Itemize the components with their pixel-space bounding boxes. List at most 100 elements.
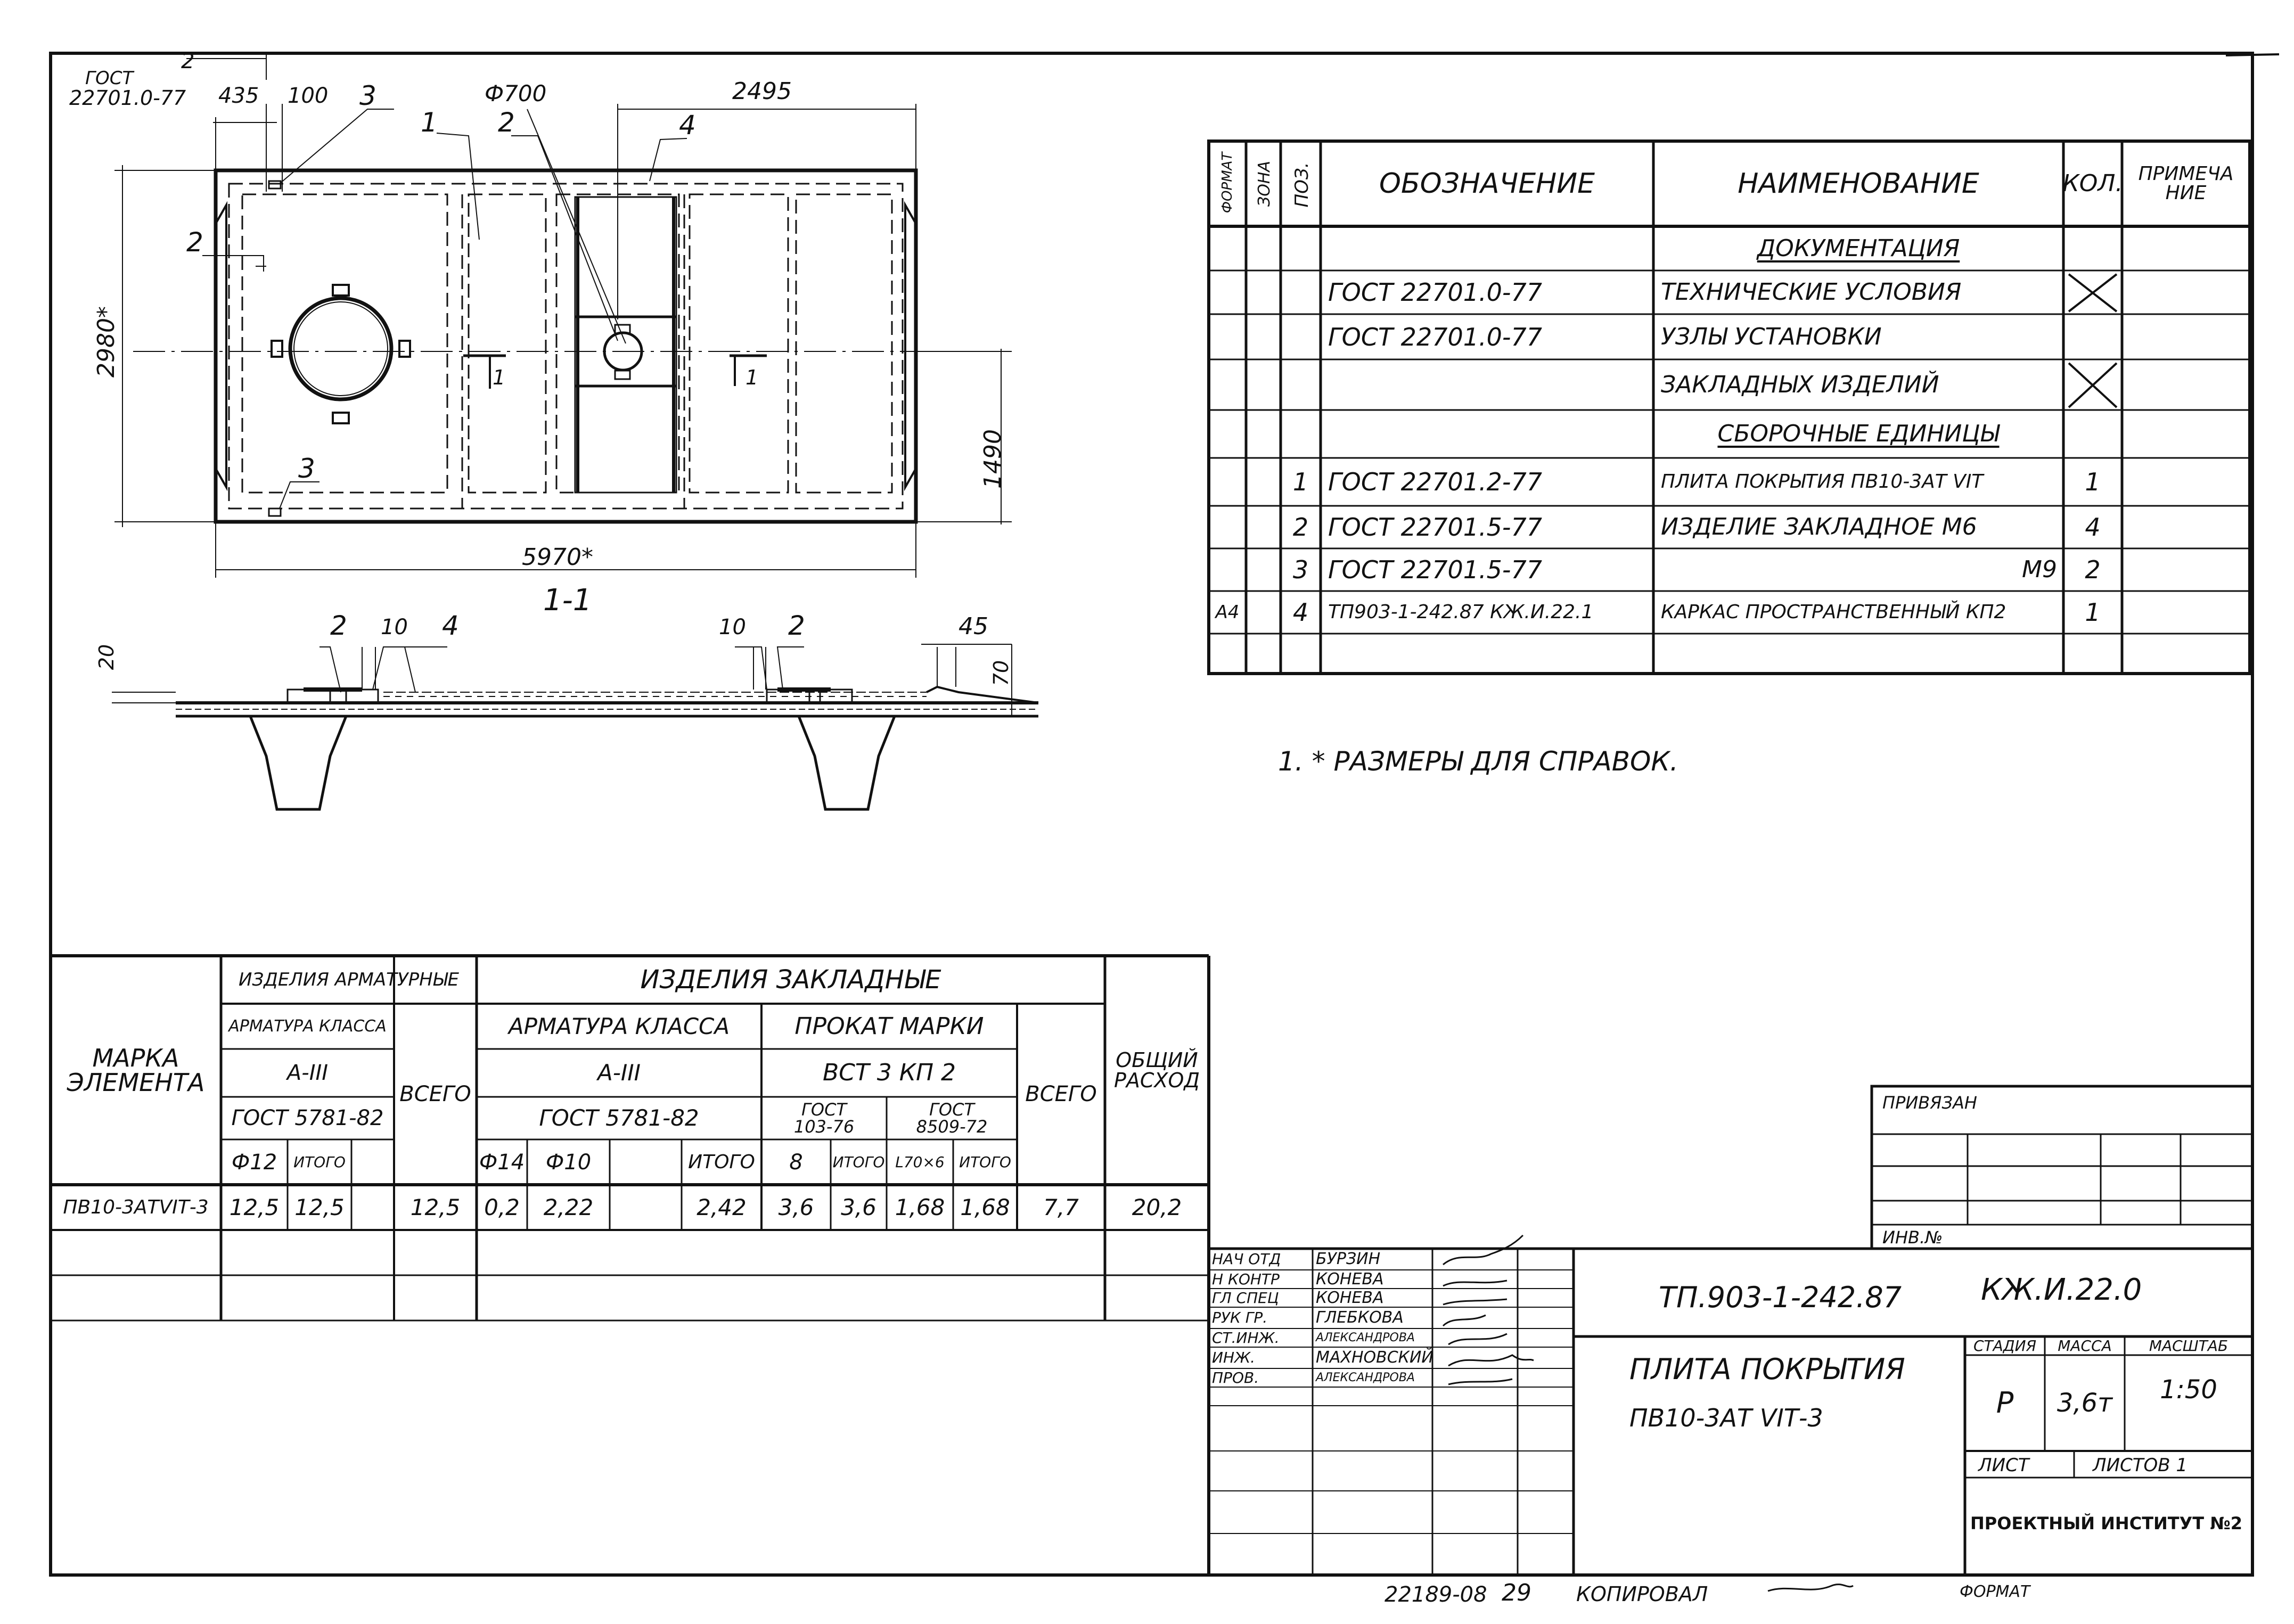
mat-h-itogo4: ИТОГО xyxy=(959,1153,1011,1171)
sec-pos-4: 4 xyxy=(442,610,459,641)
spec-row-designation xyxy=(1321,634,1653,674)
spec-row-name: ДОКУМЕНТАЦИЯ xyxy=(1757,234,1960,262)
mat-row-itogo2: 2,42 xyxy=(697,1194,747,1220)
mat-h-arm-class2: АРМАТУРА КЛАССА xyxy=(508,1013,730,1039)
spec-row-pos xyxy=(1281,359,1321,410)
stamp-role: НАЧ ОТД xyxy=(1212,1250,1281,1268)
spec-h-name: НАИМЕНОВАНИЕ xyxy=(1738,168,1979,200)
spec-row-format xyxy=(1209,226,1246,270)
spec-row-qty xyxy=(2063,359,2122,410)
spec-row-qty: 2 xyxy=(2085,555,2101,584)
section-arrow-a: 1 xyxy=(493,366,506,389)
dim-1490: 1490 xyxy=(979,429,1006,489)
stamp-person: АЛЕКСАНДРОВА xyxy=(1316,1371,1415,1384)
spec-row-designation: ГОСТ 22701.2-77 xyxy=(1328,467,1543,496)
spec-row-format xyxy=(1209,634,1246,674)
dim-435: 435 xyxy=(218,84,259,108)
stamp-person: ГЛЕБКОВА xyxy=(1316,1308,1404,1327)
mat-h-a3b: А-III xyxy=(597,1060,641,1086)
mat-h-gost8509: ГОСТ 8509-72 xyxy=(916,1100,988,1137)
mat-h-gost5781: ГОСТ 5781-82 xyxy=(231,1106,384,1130)
mat-h-arm-products: ИЗДЕЛИЯ АРМАТУРНЫЕ xyxy=(239,969,459,990)
spec-row-designation: ГОСТ 22701.5-77 xyxy=(1328,555,1543,584)
spec-row-pos: 3 xyxy=(1292,555,1309,584)
sec-pos-2b: 2 xyxy=(788,610,805,641)
section-view xyxy=(112,644,1039,811)
sec-dim-70: 70 xyxy=(989,660,1013,686)
organization: ПРОЕКТНЫЙ ИНСТИТУТ №2 xyxy=(1970,1513,2243,1533)
pos-2-mid: 2 xyxy=(498,107,515,138)
stamp-role: Н КОНТР xyxy=(1212,1270,1280,1288)
mat-h-vsego1: ВСЕГО xyxy=(399,1082,471,1106)
spec-row-designation: ТП903-1-242.87 КЖ.И.22.1 xyxy=(1328,601,1594,623)
stamp-role: ГЛ СПЕЦ xyxy=(1212,1289,1279,1307)
spec-row-name: ЗАКЛАДНЫХ ИЗДЕЛИЙ xyxy=(1661,371,1939,398)
spec-row-format xyxy=(1209,410,1246,458)
pos-2-left: 2 xyxy=(186,227,203,258)
mat-h-vst: ВСТ 3 КП 2 xyxy=(822,1059,956,1086)
spec-row-qty: 1 xyxy=(2085,598,2101,627)
spec-row-pos xyxy=(1281,634,1321,674)
plan-view xyxy=(114,53,1012,578)
spec-row-name xyxy=(1653,634,2063,674)
dim-2980: 2980* xyxy=(93,306,120,378)
spec-h-qty: КОЛ. xyxy=(2063,170,2122,197)
stamp-role: ПРОВ. xyxy=(1212,1368,1259,1387)
footer-page: 29 xyxy=(1502,1579,1531,1606)
spec-row-qty: 1 xyxy=(2085,467,2101,496)
gost-ref-label: ГОСТ xyxy=(85,68,134,89)
spec-row-format xyxy=(1209,506,1246,548)
spec-row-pos xyxy=(1281,410,1321,458)
section-arrow-b: 1 xyxy=(745,366,759,389)
spec-row-name: ТЕХНИЧЕСКИЕ УСЛОВИЯ xyxy=(1661,278,1962,306)
mat-h-arm-class: АРМАТУРА КЛАССА xyxy=(228,1016,387,1036)
mat-row-mark: ПВ10-3АТVIТ-3 xyxy=(63,1196,209,1218)
sheets-label: ЛИСТОВ 1 xyxy=(2093,1455,2188,1476)
section-label: 1-1 xyxy=(543,583,592,618)
spec-row-pos: 4 xyxy=(1292,598,1309,627)
mat-h-gost103: ГОСТ 103-76 xyxy=(793,1100,855,1137)
mat-h-l70: L70×6 xyxy=(895,1153,945,1171)
pos-4: 4 xyxy=(679,110,696,141)
spec-row-name: КАРКАС ПРОСТРАНСТВЕННЫЙ КП2 xyxy=(1661,601,2006,623)
mat-h-vsego2: ВСЕГО xyxy=(1025,1082,1097,1106)
mat-row-itogo1: 12,5 xyxy=(294,1194,345,1220)
spec-table-grid xyxy=(1207,140,2251,675)
mat-row-total: 20,2 xyxy=(1132,1194,1182,1220)
mass-header: МАССА xyxy=(2058,1336,2112,1355)
spec-row-format xyxy=(1209,270,1246,314)
mat-row-phi10: 2,22 xyxy=(543,1194,594,1220)
footer-format: ФОРМАТ xyxy=(1960,1582,2030,1601)
mat-h-phi10: Ф10 xyxy=(545,1150,592,1175)
spec-row-format xyxy=(1209,548,1246,591)
mat-h-phi14: Ф14 xyxy=(479,1150,525,1175)
scale-header: МАСШТАБ xyxy=(2149,1336,2229,1355)
mat-row-phi12: 12,5 xyxy=(229,1194,280,1220)
stamp-person: КОНЕВА xyxy=(1316,1289,1384,1307)
spec-row-designation xyxy=(1321,359,1653,410)
footer-copied: КОПИРОВАЛ xyxy=(1576,1582,1708,1606)
mat-h-embed: ИЗДЕЛИЯ ЗАКЛАДНЫЕ xyxy=(640,965,941,995)
sec-dim-10b: 10 xyxy=(719,615,746,639)
spec-row-qty: 4 xyxy=(2085,513,2101,542)
spec-row-qty xyxy=(2063,226,2122,270)
spec-row-name: ПЛИТА ПОКРЫТИЯ ПВ10-3АТ VIТ xyxy=(1661,471,1984,493)
spec-row-format xyxy=(1209,314,1246,359)
mat-h-rolled: ПРОКАТ МАРКИ xyxy=(794,1012,984,1040)
inv-label: ИНВ.№ xyxy=(1882,1227,1943,1248)
dim-100: 100 xyxy=(288,84,329,108)
pos-3-top: 3 xyxy=(359,80,376,111)
spec-row-name: УЗЛЫ УСТАНОВКИ xyxy=(1661,323,1882,350)
stamp-person: МАХНОВСКИЙ xyxy=(1316,1348,1432,1367)
stamp-role: СТ.ИНЖ. xyxy=(1212,1328,1280,1347)
mat-h-itogo1: ИТОГО xyxy=(293,1153,346,1171)
title-line-2: ПВ10-3АТ VIТ-3 xyxy=(1629,1404,1823,1432)
doc-code: ТП.903-1-242.87 xyxy=(1659,1281,1902,1314)
dim-2-top: 2 xyxy=(181,49,195,73)
sheet-frame xyxy=(49,52,2254,1577)
sec-dim-45: 45 xyxy=(958,613,988,640)
gost-ref-number: 22701.0-77 xyxy=(69,86,186,110)
sheet-label: ЛИСТ xyxy=(1978,1455,2029,1476)
mat-row-vsego1: 12,5 xyxy=(410,1194,461,1220)
